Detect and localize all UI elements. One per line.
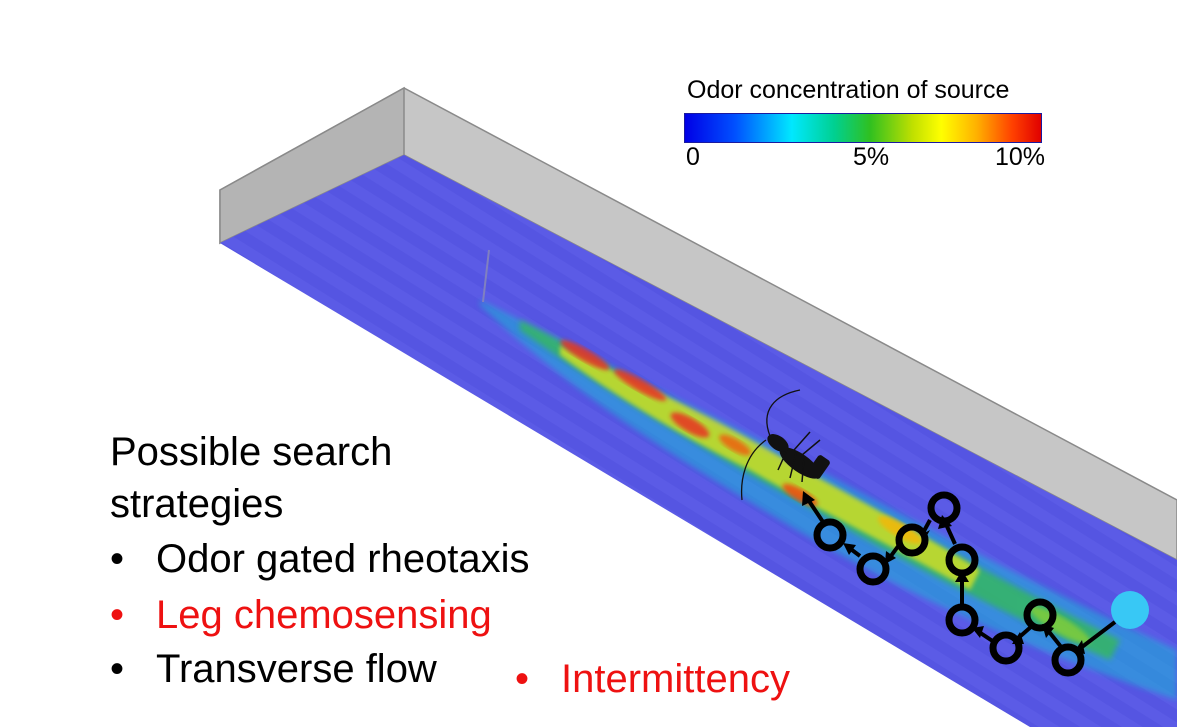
strategy-item-odor-gated-rheotaxis: • Odor gated rheotaxis <box>110 533 530 585</box>
strategy-label: Odor gated rheotaxis <box>156 537 530 581</box>
path-stop <box>856 552 890 586</box>
strategy-label: Leg chemosensing <box>156 593 492 637</box>
strategy-item-intermittency: • Intermittency <box>515 653 790 705</box>
colorbar <box>684 113 1042 143</box>
odor-source-rod <box>482 249 490 303</box>
bullet-dot: • <box>110 593 125 637</box>
colorbar-title: Odor concentration of source <box>687 76 1010 104</box>
strategy-label: Intermittency <box>561 657 790 701</box>
path-stop <box>945 543 979 577</box>
path-stop <box>945 603 979 637</box>
colorbar-tick-max: 10% <box>995 143 1046 171</box>
bullet-dot: • <box>110 537 125 581</box>
start-marker <box>1111 591 1149 629</box>
strategies-title: Possible search strategies <box>110 430 393 526</box>
path-stop <box>1051 643 1085 677</box>
path-stop <box>927 491 961 525</box>
bullet-dot: • <box>110 647 125 691</box>
path-stop <box>813 518 847 552</box>
colorbar-tick-min: 0 <box>686 143 700 171</box>
strategy-item-leg-chemosensing: • Leg chemosensing <box>110 589 492 641</box>
strategy-item-transverse-flow: • Transverse flow <box>110 643 437 695</box>
colorbar-tick-mid: 5% <box>853 143 890 171</box>
strategy-label: Transverse flow <box>156 647 437 691</box>
bullet-dot: • <box>515 657 530 701</box>
crayfish-silhouette <box>740 389 830 501</box>
search-path-stops <box>813 491 1085 677</box>
path-stop <box>895 523 929 557</box>
path-stop <box>989 631 1023 665</box>
path-stop <box>1023 598 1057 632</box>
